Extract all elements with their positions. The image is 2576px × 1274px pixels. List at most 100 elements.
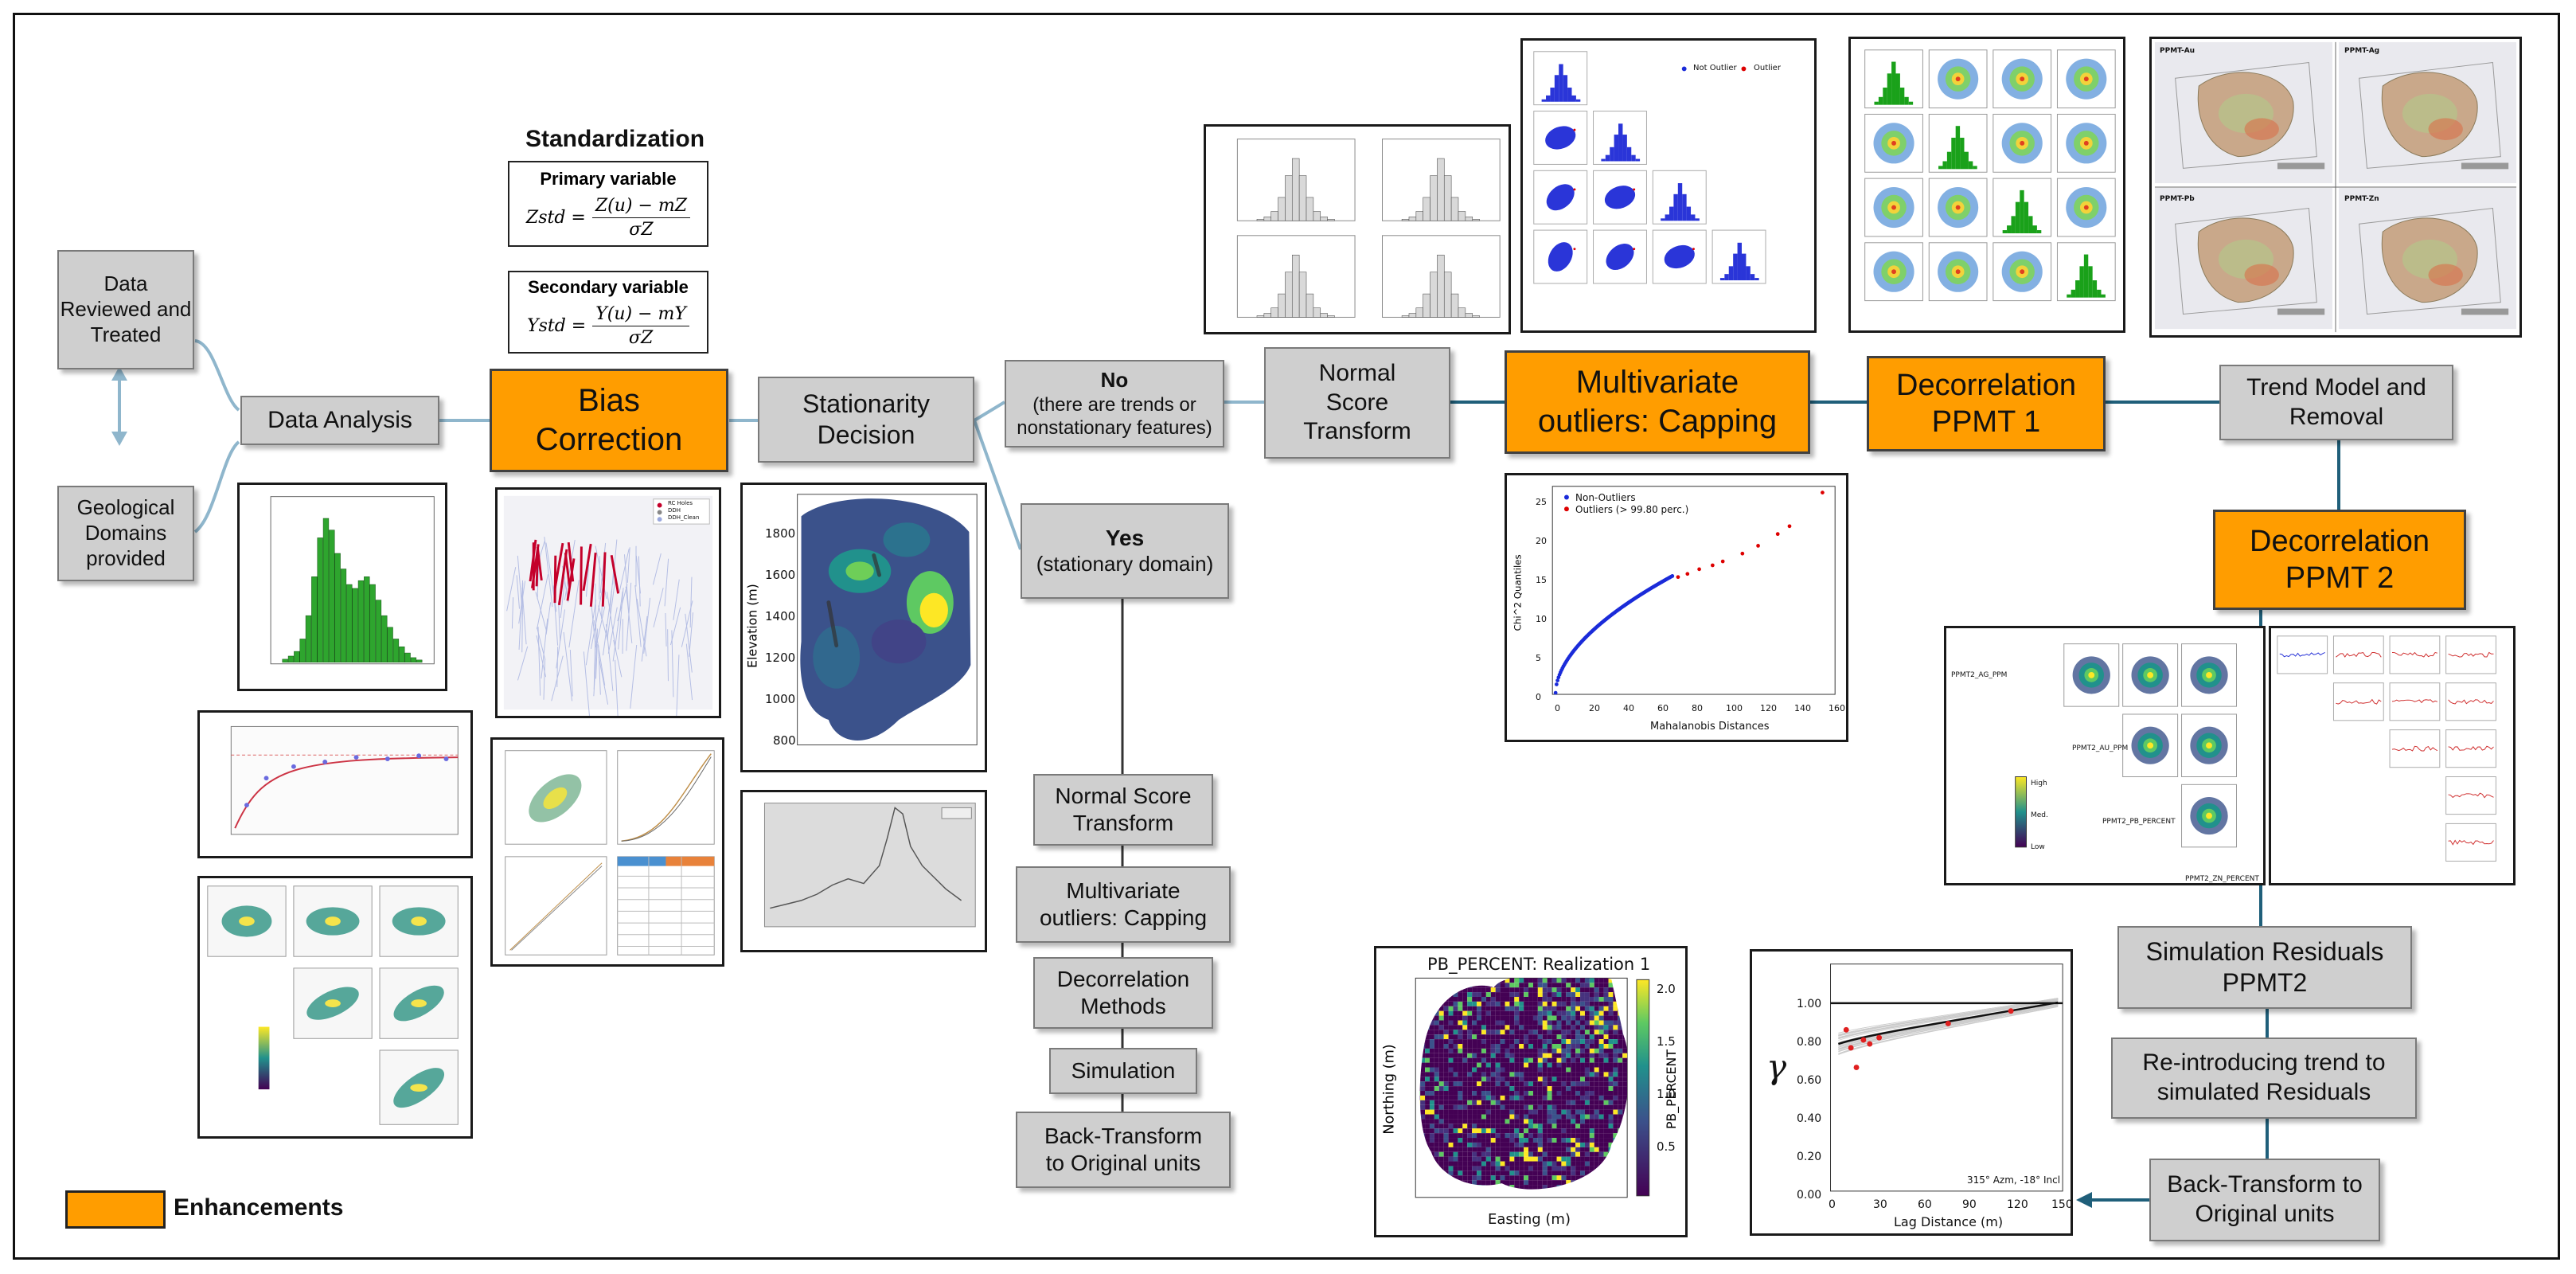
yes-capping-box: Multivariate outliers: Capping <box>1016 866 1231 943</box>
chi-xtick: 120 <box>1760 703 1777 713</box>
variogram-ytick: 0.00 <box>1797 1189 1822 1202</box>
reintroduce-trend-box: Re-introducing trend to simulated Residu… <box>2111 1038 2417 1119</box>
trend-model-label: Trend Model and Removal <box>2246 373 2426 430</box>
stationarity-map-figure: Elevation (m) 1800 1600 1400 1200 1000 8… <box>740 483 987 772</box>
variogram-xtick: 150 <box>2051 1198 2073 1211</box>
secondary-formula-den: σZ <box>628 327 654 348</box>
simulation-label: Simulation <box>1071 1057 1176 1083</box>
variogram-xtick: 30 <box>1873 1198 1887 1211</box>
chi-square-figure: Chi^2 Quantiles Non-Outliers Outliers (>… <box>1505 473 1848 742</box>
realization-title: PB_PERCENT: Realization 1 <box>1427 955 1651 974</box>
chi-square-plot: Chi^2 Quantiles <box>1512 486 1836 695</box>
primary-formula-lhs: Zstd = <box>525 207 586 228</box>
chi-ylabel: Chi^2 Quantiles <box>1512 554 1524 631</box>
ppmt-mid2-label: PPMT2_PB_PERCENT <box>2102 818 2176 826</box>
yes-branch-subtitle: (stationary domain) <box>1036 552 1214 576</box>
ppmt-cbar-low: Low <box>2031 843 2045 851</box>
histogram-plot <box>270 496 435 665</box>
outlier-legend-out: Outlier <box>1754 64 1781 72</box>
stationarity-ytick-1800: 1800 <box>765 526 796 541</box>
bias-correction-box: Bias Correction <box>490 369 728 472</box>
simulation-residuals-label: Simulation Residuals PPMT2 <box>2145 936 2384 997</box>
swath-figure <box>740 790 987 952</box>
nst-histograms-figure <box>1204 124 1511 334</box>
outlier-legend-not: Not Outlier <box>1693 64 1737 72</box>
yes-normal-score-box: Normal Score Transform <box>1033 774 1213 846</box>
realization-cbar-tick-1-5: 1.5 <box>1657 1034 1676 1049</box>
legend-swatch <box>65 1190 166 1229</box>
data-analysis-label: Data Analysis <box>267 406 412 433</box>
bias-legend-ddh-clean: DDH_Clean <box>668 514 700 521</box>
chi-legend-non: Non-Outliers <box>1575 492 1636 503</box>
secondary-formula-num: Y(u) − mY <box>592 304 689 326</box>
models-3d-figure: PPMT-Au PPMT-Ag PPMT-Pb PPMT-Zn <box>2149 37 2522 338</box>
multivariate-capping-label: Multivariate outliers: Capping <box>1537 365 1778 439</box>
realization-cbar-tick-1: 1.0 <box>1657 1087 1676 1101</box>
chi-xtick: 60 <box>1657 703 1669 713</box>
ppmt-mid-label: PPMT2_AU_PPM <box>2072 744 2129 752</box>
variogram-xtick: 90 <box>1962 1198 1977 1211</box>
model-title-ag: PPMT-Ag <box>2344 47 2380 55</box>
ppmt-density-plot <box>2015 643 2237 848</box>
chi-ytick: 10 <box>1536 614 1547 624</box>
back-transform-right-box: Back-Transform to Original units <box>2149 1159 2380 1241</box>
realization-figure: Northing (m) PB_PERCENT PB_PERCENT: Real… <box>1374 946 1688 1237</box>
stationarity-ytick-1200: 1200 <box>765 651 796 665</box>
qq-plot <box>505 750 715 956</box>
secondary-formula-lhs: Ystd = <box>527 315 587 336</box>
stationarity-map-plot: Elevation (m) <box>745 494 978 746</box>
simulation-residuals-box: Simulation Residuals PPMT2 <box>2117 926 2412 1009</box>
chi-xtick: 80 <box>1692 703 1703 713</box>
chi-xtick: 40 <box>1623 703 1634 713</box>
nst-histograms-plot <box>1236 139 1501 318</box>
qq-figure <box>490 737 724 967</box>
reintroduce-trend-label: Re-introducing trend to simulated Residu… <box>2142 1049 2386 1105</box>
stationarity-ytick-1000: 1000 <box>765 692 796 706</box>
variogram-xlabel: Lag Distance (m) <box>1894 1214 2004 1229</box>
chi-ytick: 15 <box>1536 575 1547 585</box>
swath-plot <box>763 803 976 928</box>
chi-xtick: 0 <box>1555 703 1560 713</box>
models-3d-plot <box>2154 41 2517 333</box>
chi-xlabel: Mahalanobis Distances <box>1650 721 1770 733</box>
scatter-matrix-small-figure <box>197 876 473 1139</box>
chi-xtick: 100 <box>1726 703 1743 713</box>
variogram-ytick: 1.00 <box>1797 998 1822 1010</box>
primary-formula-num: Z(u) − mZ <box>591 196 691 218</box>
realization-cbar-tick-2: 2.0 <box>1657 982 1676 996</box>
ppmt1-matrix-plot <box>1864 49 2116 302</box>
yes-branch-box: Yes (stationary domain) <box>1021 503 1229 599</box>
outlier-matrix-figure: Not Outlier Outlier <box>1520 38 1817 333</box>
primary-variable-label: Primary variable <box>540 168 677 189</box>
yes-back-transform-label: Back-Transform to Original units <box>1044 1123 1203 1175</box>
primary-formula-den: σZ <box>629 219 654 240</box>
bias-map-plot <box>503 495 713 716</box>
stationarity-decision-label: Stationarity Decision <box>802 389 931 449</box>
chi-xtick: 160 <box>1829 703 1845 713</box>
decorrelation-ppmt2-label: Decorrelation PPMT 2 <box>2250 524 2430 595</box>
realization-plot: Northing (m) PB_PERCENT <box>1382 977 1680 1198</box>
normal-score-transform-label: Normal Score Transform <box>1303 360 1411 445</box>
trend-model-box: Trend Model and Removal <box>2219 365 2453 440</box>
realization-xlabel: Easting (m) <box>1488 1211 1571 1228</box>
variogram-xtick: 120 <box>2007 1198 2028 1211</box>
realization-cbar-label: PB_PERCENT <box>1664 1049 1680 1129</box>
decorrelation-methods-box: Decorrelation Methods <box>1033 957 1213 1029</box>
simulation-box: Simulation <box>1049 1048 1197 1094</box>
variogram-small-plot <box>230 725 459 835</box>
ppmt-xlabel: PPMT2_ZN_PERCENT <box>2185 875 2259 883</box>
scatter-matrix-small-plot <box>207 885 459 1125</box>
ppmt-density-figure: PPMT2_AG_PPM PPMT2_AU_PPM PPMT2_PB_PERCE… <box>1944 626 2266 885</box>
variogram-ytick: 0.60 <box>1797 1074 1822 1087</box>
secondary-variable-label: Secondary variable <box>528 276 689 297</box>
chi-ytick: 0 <box>1536 692 1541 702</box>
stationarity-ytick-1600: 1600 <box>765 568 796 582</box>
no-branch-title: No <box>1100 367 1129 392</box>
bias-legend-ddh: DDH <box>668 507 681 514</box>
ppmt-swath-plot <box>2277 635 2496 862</box>
stationarity-ytick-1400: 1400 <box>765 609 796 623</box>
variogram-ytick: 0.40 <box>1797 1112 1822 1125</box>
